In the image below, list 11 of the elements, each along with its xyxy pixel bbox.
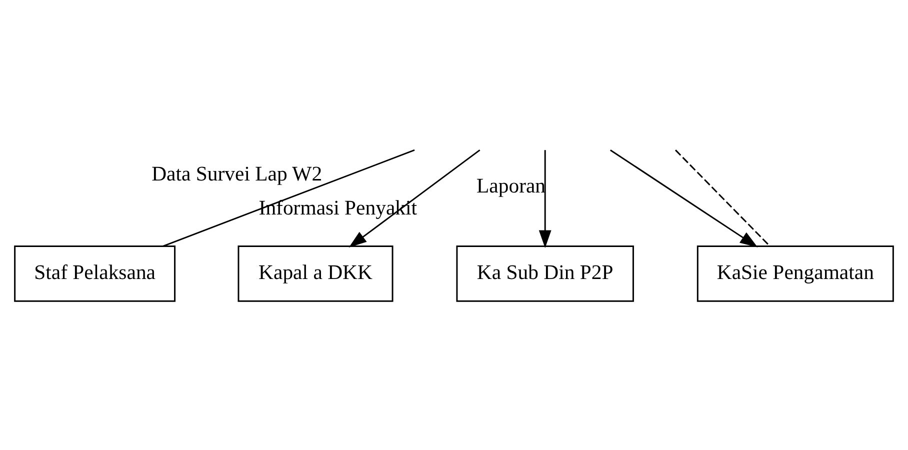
arrow xyxy=(348,149,480,248)
arrow xyxy=(538,150,552,248)
edge-label: Data Survei Lap W2 xyxy=(152,163,322,186)
node-box: Staf Pelaksana xyxy=(14,246,176,302)
arrow xyxy=(610,149,758,248)
node-box: Kapal a DKK xyxy=(238,246,394,302)
edge-label: Laporan xyxy=(476,175,546,198)
connector xyxy=(675,150,770,246)
node-box: KaSie Pengamatan xyxy=(696,246,894,302)
node-box: Ka Sub Din P2P xyxy=(456,246,634,302)
connector xyxy=(162,149,415,247)
